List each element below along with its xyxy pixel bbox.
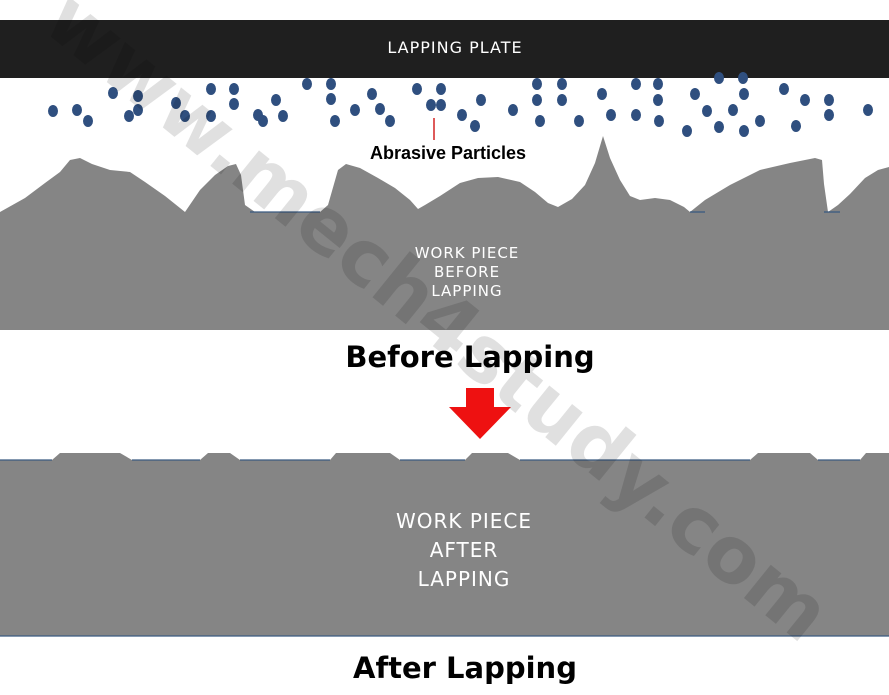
abrasive-particle [574,115,584,127]
abrasive-particles [48,72,873,137]
abrasive-particle [791,120,801,132]
abrasive-particle [258,115,268,127]
abrasive-particle [863,104,873,116]
abrasive-particle [133,90,143,102]
abrasive-particle [72,104,82,116]
after-lapping-caption: After Lapping [353,651,577,685]
before-workpiece-line-1: WORK PIECE [415,244,520,262]
abrasive-particle [755,115,765,127]
abrasive-particle [631,78,641,90]
after-workpiece-line-3: LAPPING [418,567,511,591]
abrasive-particle [133,104,143,116]
lapping-plate-label: LAPPING PLATE [387,38,522,57]
abrasive-particle [714,121,724,133]
abrasive-particle [597,88,607,100]
abrasive-particle [206,83,216,95]
abrasive-particle [702,105,712,117]
abrasive-particle [385,115,395,127]
abrasive-particle [326,78,336,90]
abrasive-particle [229,98,239,110]
abrasive-particle [535,115,545,127]
abrasive-particle [375,103,385,115]
abrasive-particle [824,94,834,106]
abrasive-particle [436,83,446,95]
abrasive-particle [350,104,360,116]
abrasive-particle [124,110,134,122]
abrasive-particle [739,125,749,137]
before-workpiece-line-3: LAPPING [431,282,502,300]
abrasive-particle [631,109,641,121]
abrasive-particle [690,88,700,100]
abrasive-particle [271,94,281,106]
abrasive-particle [108,87,118,99]
abrasive-particle [206,110,216,122]
workpiece-after [0,453,889,636]
abrasive-particle [682,125,692,137]
abrasive-particle [330,115,340,127]
abrasive-particle [654,115,664,127]
abrasive-particle [653,78,663,90]
abrasive-particle [326,93,336,105]
abrasive-particle [367,88,377,100]
abrasive-particle [476,94,486,106]
after-workpiece-line-1: WORK PIECE [396,509,532,533]
abrasive-particle [180,110,190,122]
before-workpiece-line-2: BEFORE [434,263,500,281]
abrasive-particle [557,94,567,106]
abrasive-particle [800,94,810,106]
abrasive-particle [426,99,436,111]
abrasive-particle [302,78,312,90]
abrasive-particle [653,94,663,106]
abrasive-particle [532,78,542,90]
abrasive-particles-label: Abrasive Particles [370,143,526,163]
abrasive-particle [229,83,239,95]
lapping-plate [0,20,889,78]
abrasive-particle [470,120,480,132]
abrasive-particle [779,83,789,95]
abrasive-particle [728,104,738,116]
abrasive-particle [606,109,616,121]
abrasive-particle [436,99,446,111]
abrasive-particle [508,104,518,116]
abrasive-particle [557,78,567,90]
abrasive-particle [739,88,749,100]
abrasive-particle [457,109,467,121]
abrasive-particle [824,109,834,121]
abrasive-particle [532,94,542,106]
workpiece-before [0,136,889,330]
abrasive-particle [278,110,288,122]
after-workpiece-line-2: AFTER [430,538,499,562]
down-arrow-icon [449,388,511,439]
abrasive-particle [48,105,58,117]
abrasive-particle [738,72,748,84]
before-lapping-caption: Before Lapping [345,340,594,374]
abrasive-particle [714,72,724,84]
abrasive-particle [83,115,93,127]
abrasive-particle [171,97,181,109]
abrasive-particle [412,83,422,95]
